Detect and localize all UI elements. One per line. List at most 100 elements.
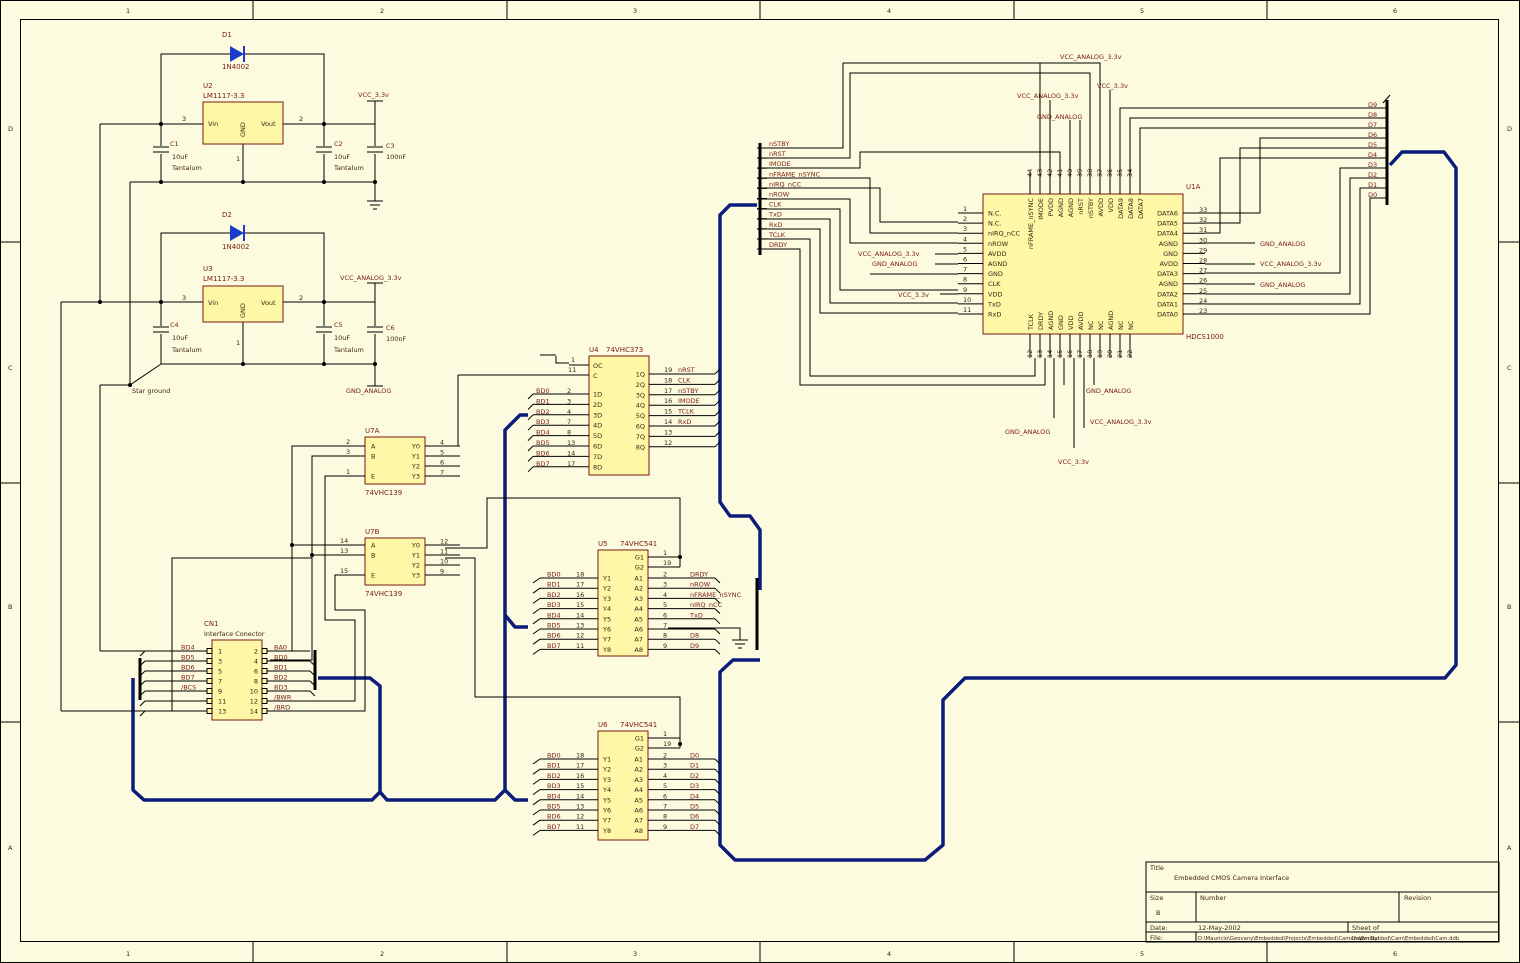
cn1-part: Interface Conector xyxy=(204,630,265,638)
border-row-D-right: D xyxy=(1507,125,1512,133)
svg-text:GND_ANALOG: GND_ANALOG xyxy=(1086,387,1131,395)
u6-input-d5: D5 xyxy=(690,803,699,811)
cn1-left-num-13: 13 xyxy=(218,708,226,716)
u7b-in-num-2: 15 xyxy=(340,567,348,575)
u5-y-num-1: 17 xyxy=(576,581,584,589)
u6-y-name-0: Y1 xyxy=(602,756,611,764)
border-row-D-left: D xyxy=(8,125,13,133)
border-col-6-top: 6 xyxy=(1393,7,1397,15)
u4-d-name-5: 6D xyxy=(593,443,602,451)
svg-text:D:\Mauricio\Geovany\Embedded\P: D:\Mauricio\Geovany\Embedded\Projects\Em… xyxy=(1198,936,1460,942)
net-label-d1: D1 xyxy=(1368,181,1377,189)
u1-pin-name-22: NC xyxy=(1127,320,1135,330)
u4-out-entry-1 xyxy=(714,379,721,385)
u7b-out-name-3: Y3 xyxy=(411,572,420,580)
u5-a-num-7: 9 xyxy=(663,642,667,650)
u4-q-name-4: 5Q xyxy=(636,412,645,420)
u5-a-name-7: A8 xyxy=(634,646,643,654)
u7a-ref: U7A xyxy=(365,427,380,435)
u7b-out-num-1: 11 xyxy=(440,548,448,556)
border-row-C-right: C xyxy=(1507,364,1512,372)
u4-out-entry-6 xyxy=(714,431,721,437)
u6-a-name-7: A8 xyxy=(634,827,643,835)
u7a-out-name-1: Y1 xyxy=(411,453,420,461)
u6-input-d7: D7 xyxy=(690,823,699,831)
u1-pin-num-18: 18 xyxy=(1086,350,1094,358)
latch-u4 xyxy=(588,355,650,476)
u5-pin-num-1: 1 xyxy=(663,549,667,557)
svg-text:Title: Title xyxy=(1149,864,1164,872)
u1-pin-num-42: 42 xyxy=(1046,169,1054,177)
u6-out-entry-3 xyxy=(714,789,721,795)
u7a-in-num-0: 2 xyxy=(346,438,350,446)
u6-y-num-0: 18 xyxy=(576,752,584,760)
u4-d-name-4: 5D xyxy=(593,432,602,440)
u4-output-clk: CLK xyxy=(678,376,691,384)
cn1-left-num-7: 7 xyxy=(218,678,222,686)
svg-text:10uF: 10uF xyxy=(334,334,350,342)
u1-pin-num-12: 12 xyxy=(1026,350,1034,358)
u1-pin-name-7: GND xyxy=(988,270,1003,278)
svg-text:GND_ANALOG: GND_ANALOG xyxy=(1005,428,1050,436)
u6-a-name-5: A6 xyxy=(634,807,643,815)
border-col-5-top: 5 xyxy=(1140,7,1144,15)
u4-output-imode: IMODE xyxy=(678,397,700,405)
d1-part: 1N4002 xyxy=(222,63,250,71)
u7a-in-name-1: B xyxy=(371,453,375,461)
cn1-net-bcs: /BCS xyxy=(181,684,196,692)
u5-y-name-5: Y6 xyxy=(602,626,611,634)
u6-y-num-3: 15 xyxy=(576,782,584,790)
cn1-right-pin-pad-8 xyxy=(261,678,268,684)
u6-a-num-6: 8 xyxy=(663,813,667,821)
u1-pin-num-34: 34 xyxy=(1126,169,1134,177)
d2-ref: D2 xyxy=(222,211,232,219)
svg-text:B: B xyxy=(1156,909,1160,917)
u6-ref: U6 xyxy=(598,721,608,729)
u1-pin-name-1: N.C. xyxy=(988,210,1002,218)
u5-a-name-2: A3 xyxy=(634,595,643,603)
svg-text:Revision: Revision xyxy=(1404,894,1431,902)
cn1-right-pin-pad-12 xyxy=(261,698,268,704)
u1-pin-name-12: TCLK xyxy=(1027,313,1035,331)
svg-text:GND_ANALOG: GND_ANALOG xyxy=(1037,113,1082,121)
u6-bus-entry-2 xyxy=(532,778,541,785)
decoder-u7b xyxy=(364,537,426,586)
u1-pin-name-17: AVDD xyxy=(1077,312,1085,331)
u4-out-entry-0 xyxy=(714,368,721,375)
u1-pin-num-32: 32 xyxy=(1199,216,1207,224)
svg-text:Tantalum: Tantalum xyxy=(171,346,202,354)
u4-output-nrst: nRST xyxy=(678,366,695,374)
svg-text:Sheet of: Sheet of xyxy=(1352,924,1380,932)
cn1-net-ba0: BA0 xyxy=(274,644,287,652)
cn1-left-pin-pad-9 xyxy=(206,688,213,694)
svg-text:VCC_ANALOG_3.3v: VCC_ANALOG_3.3v xyxy=(1090,418,1152,426)
u7b-in-num-0: 14 xyxy=(340,537,348,545)
svg-text:Vin: Vin xyxy=(208,120,218,128)
cn1-left-pin-pad-7 xyxy=(206,678,213,684)
u4-d-num-0: 2 xyxy=(567,387,571,395)
u6-input-d6: D6 xyxy=(690,813,699,821)
u4-input-bd5: BD5 xyxy=(536,439,550,447)
cn1-right-num-2: 2 xyxy=(254,648,258,656)
svg-text:Tantalum: Tantalum xyxy=(333,346,364,354)
u1-pin-name-4: nROW xyxy=(988,240,1009,248)
u5-out-entry-5 xyxy=(714,628,721,635)
u1-pin-name-33: DATA6 xyxy=(1157,210,1178,218)
u5-y-name-4: Y5 xyxy=(602,615,611,623)
svg-text:1: 1 xyxy=(236,339,240,347)
u1-pin-num-37: 37 xyxy=(1096,169,1104,177)
u4-q-name-2: 3Q xyxy=(636,391,645,399)
u6-a-name-2: A3 xyxy=(634,776,643,784)
u6-a-num-2: 4 xyxy=(663,772,667,780)
svg-text:100nF: 100nF xyxy=(386,335,407,343)
u4-q-num-2: 17 xyxy=(664,387,672,395)
u6-y-name-7: Y8 xyxy=(602,827,611,835)
u1-pin-name-21: NC xyxy=(1117,320,1125,330)
u4-d-name-0: 1D xyxy=(593,391,602,399)
u1-pin-num-15: 15 xyxy=(1056,350,1064,358)
u7a-out-num-2: 6 xyxy=(440,459,444,467)
border-col-6-bottom: 6 xyxy=(1393,950,1397,958)
